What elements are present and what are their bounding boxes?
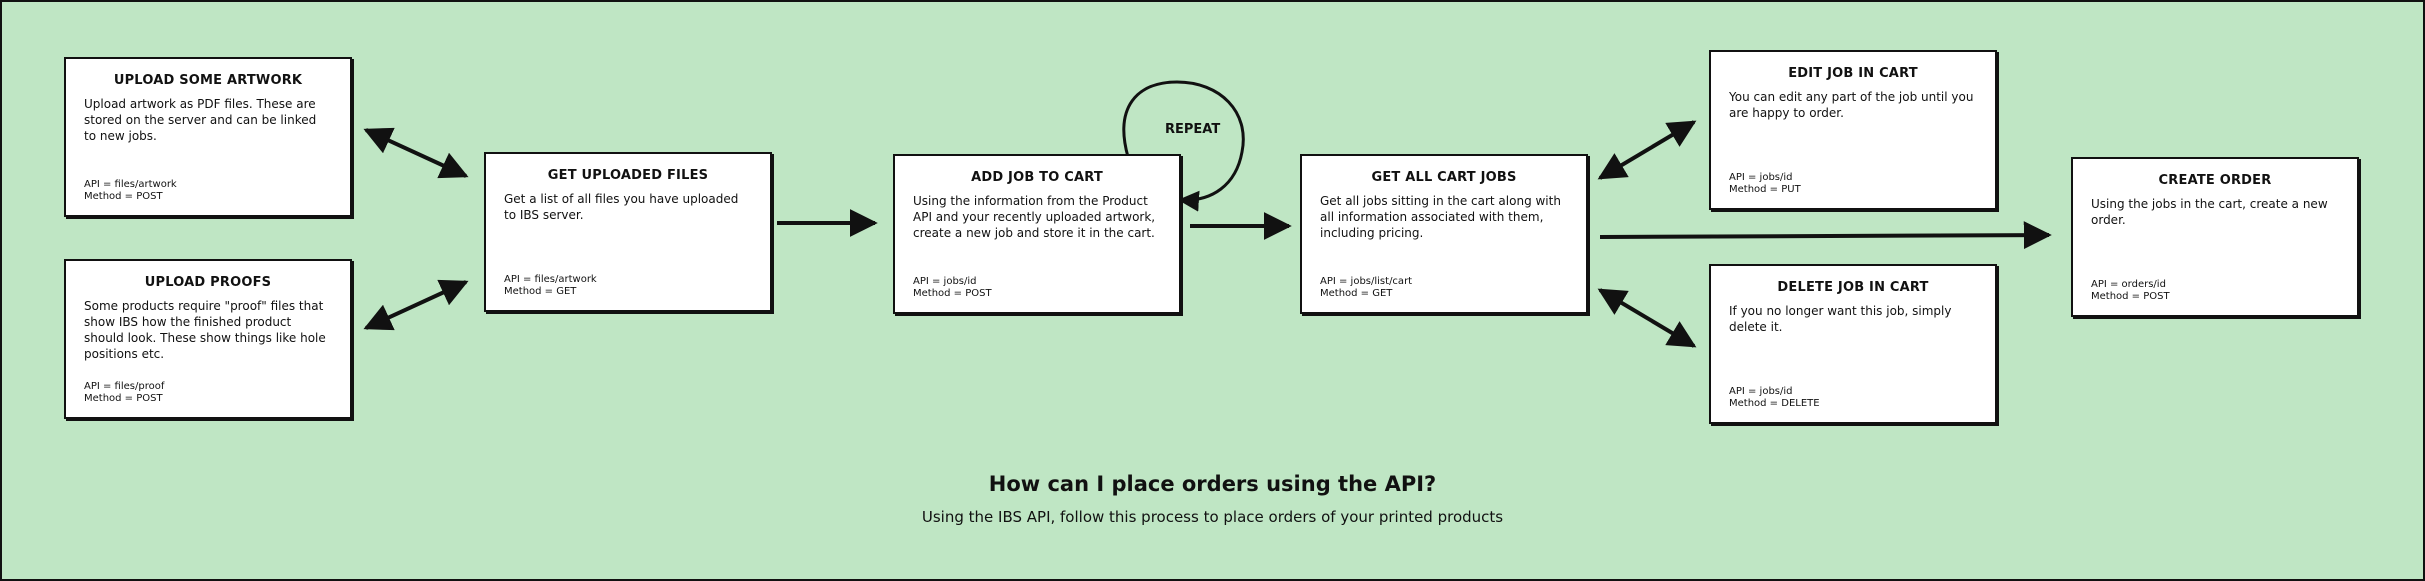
box-api-info: API = files/artwork Method = POST <box>84 179 177 203</box>
api-method: Method = GET <box>504 286 577 297</box>
box-description: Using the jobs in the cart, create a new… <box>2091 197 2328 227</box>
box-description: You can edit any part of the job until y… <box>1729 90 1974 120</box>
box-api-info: API = files/artwork Method = GET <box>504 274 597 298</box>
api-endpoint: API = files/artwork <box>504 274 597 285</box>
repeat-label: REPEAT <box>1165 122 1221 137</box>
box-delete-job-in-cart: DELETE JOB IN CART If you no longer want… <box>1709 264 1997 424</box>
api-method: Method = POST <box>84 393 163 404</box>
api-method: Method = POST <box>913 288 992 299</box>
box-api-info: API = jobs/id Method = POST <box>913 276 992 300</box>
api-endpoint: API = orders/id <box>2091 279 2166 290</box>
box-description: If you no longer want this job, simply d… <box>1729 304 1952 334</box>
api-endpoint: API = files/proof <box>84 381 165 392</box>
api-endpoint: API = jobs/id <box>913 276 977 287</box>
box-api-info: API = orders/id Method = POST <box>2091 279 2170 303</box>
arrow-artwork-files <box>363 127 469 179</box>
box-title: UPLOAD PROOFS <box>144 275 272 290</box>
box-edit-job-in-cart: EDIT JOB IN CART You can edit any part o… <box>1709 50 1997 210</box>
api-endpoint: API = jobs/id <box>1729 386 1793 397</box>
box-create-order: CREATE ORDER Using the jobs in the cart,… <box>2071 157 2359 317</box>
box-description: Get a list of all files you have uploade… <box>504 192 739 222</box>
box-title: UPLOAD SOME ARTWORK <box>113 73 303 88</box>
diagram-subheading: Using the IBS API, follow this process t… <box>921 508 1504 526</box>
box-description: Upload artwork as PDF files. These are s… <box>84 97 317 143</box>
api-method: Method = POST <box>84 191 163 202</box>
box-title: CREATE ORDER <box>2158 173 2272 188</box>
repeat-loop-arrow <box>1122 80 1245 212</box>
api-endpoint: API = files/artwork <box>84 179 177 190</box>
box-get-all-cart-jobs: GET ALL CART JOBS Get all jobs sitting i… <box>1300 154 1588 314</box>
api-method: Method = GET <box>1320 288 1393 299</box>
box-api-info: API = jobs/id Method = DELETE <box>1729 386 1820 410</box>
box-upload-proofs: UPLOAD PROOFS Some products require "pro… <box>64 259 352 419</box>
api-method: Method = POST <box>2091 291 2170 302</box>
box-title: GET UPLOADED FILES <box>547 168 709 183</box>
box-title: ADD JOB TO CART <box>971 170 1103 185</box>
box-title: EDIT JOB IN CART <box>1788 66 1918 81</box>
box-description: Get all jobs sitting in the cart along w… <box>1320 194 1561 240</box>
arrow-cartjobs-order <box>1599 221 2052 250</box>
api-method: Method = DELETE <box>1729 398 1820 409</box>
box-add-job-to-cart: ADD JOB TO CART Using the information fr… <box>893 154 1181 314</box>
api-method: Method = PUT <box>1729 184 1801 195</box>
box-get-uploaded-files: GET UPLOADED FILES Get a list of all fil… <box>484 152 772 312</box>
arrow-cartjobs-edit <box>1597 120 1697 180</box>
diagram-heading: How can I place orders using the API? <box>988 472 1437 496</box>
box-description: Using the information from the Product A… <box>913 194 1156 240</box>
box-title: GET ALL CART JOBS <box>1371 170 1517 185</box>
box-description: Some products require "proof" files that… <box>84 299 326 361</box>
box-api-info: API = jobs/list/cart Method = GET <box>1320 276 1412 300</box>
box-api-info: API = files/proof Method = POST <box>84 381 164 405</box>
arrow-cartjobs-delete <box>1597 288 1697 348</box>
arrow-proofs-files <box>363 279 469 331</box>
api-endpoint: API = jobs/id <box>1729 172 1793 183</box>
api-endpoint: API = jobs/list/cart <box>1320 276 1413 287</box>
box-upload-artwork: UPLOAD SOME ARTWORK Upload artwork as PD… <box>64 57 352 217</box>
box-api-info: API = jobs/id Method = PUT <box>1729 172 1801 196</box>
box-title: DELETE JOB IN CART <box>1777 280 1929 295</box>
